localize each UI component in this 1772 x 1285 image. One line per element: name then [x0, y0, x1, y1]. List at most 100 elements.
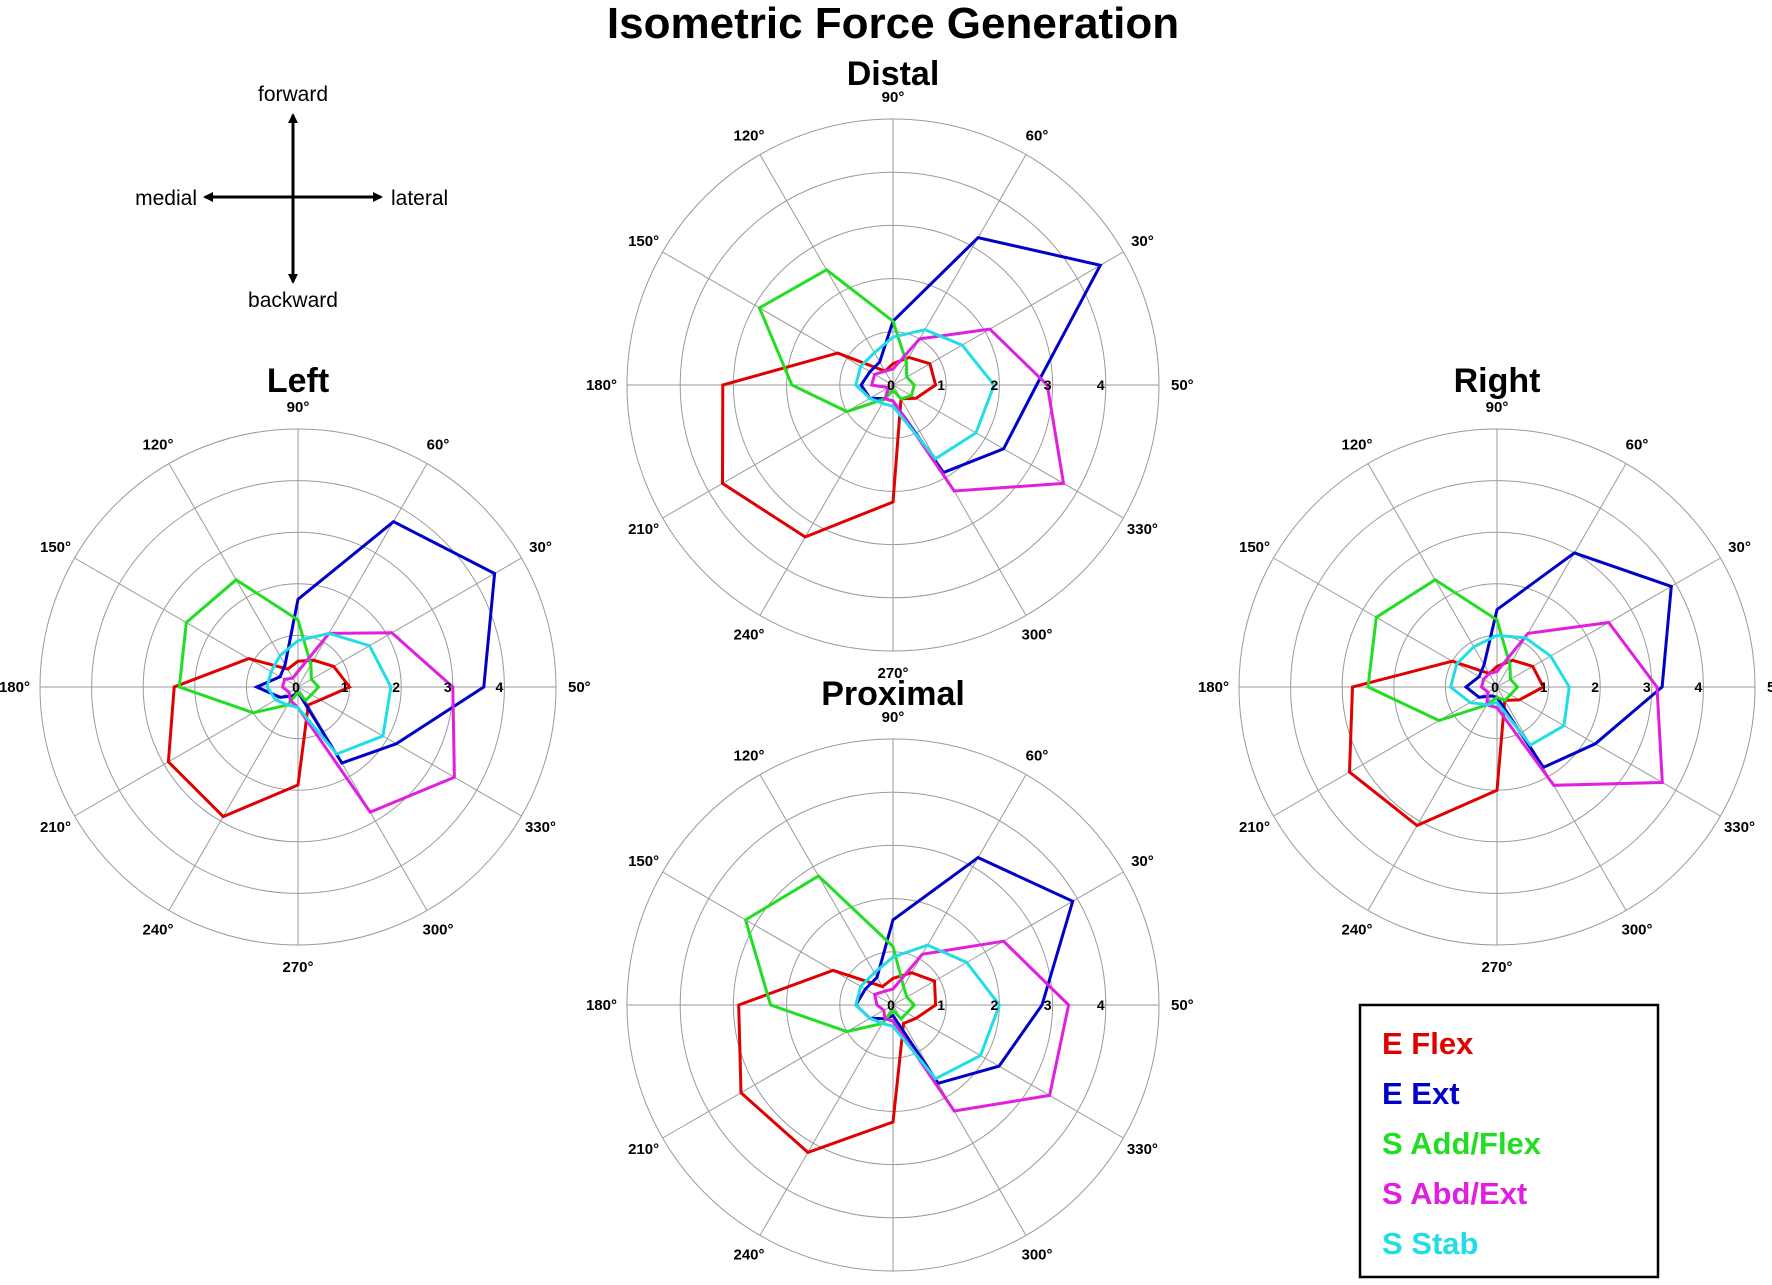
radial-tick-label: 4 [1097, 997, 1105, 1013]
legend-item-s-stab: S Stab [1382, 1226, 1478, 1261]
grid-spoke [297, 686, 522, 817]
angle-label: 210° [1239, 819, 1270, 836]
radial-tick-label: 0 [1491, 679, 1499, 695]
grid-spoke [892, 154, 1027, 386]
series-e-ext [252, 519, 497, 765]
polar-chart-proximal: Proximal0123490°60°30°50°330°300°270°240… [586, 675, 1194, 1272]
legend-item-s-add-flex: S Add/Flex [1382, 1126, 1542, 1161]
angle-label: 60° [1026, 748, 1049, 765]
legend-item-s-abd-ext: S Abd/Ext [1382, 1176, 1527, 1211]
radial-tick-label: 3 [1643, 679, 1651, 695]
angle-label: 300° [1021, 626, 1052, 643]
angle-label: 30° [1131, 233, 1154, 250]
radial-tick-label: 0 [887, 997, 895, 1013]
angle-label: 330° [1127, 1141, 1158, 1158]
series-e-flex [720, 351, 938, 539]
angle-label: 50° [1171, 377, 1194, 394]
series-s-add-flex [177, 577, 321, 715]
radial-tick-label: 4 [1097, 377, 1105, 393]
grid-spoke [662, 251, 894, 386]
grid-spoke [759, 384, 894, 616]
legend-box [1358, 1003, 1660, 1279]
angle-label: 90° [882, 709, 905, 726]
angle-label: 30° [1728, 539, 1751, 556]
radial-tick-label: 1 [341, 679, 349, 695]
angle-label: 150° [1239, 539, 1270, 556]
angle-label: 300° [1621, 921, 1652, 938]
angle-label: 120° [1341, 437, 1372, 454]
angle-label: 180° [0, 679, 30, 696]
grid-spoke [168, 686, 299, 911]
grid-spoke [759, 1004, 894, 1236]
radial-tick-label: 2 [991, 377, 999, 393]
angle-label: 50° [1171, 997, 1194, 1014]
series-e-ext [859, 235, 1103, 475]
angle-label: 60° [1626, 437, 1649, 454]
series-e-flex [166, 657, 352, 819]
angle-label: 210° [40, 819, 71, 836]
angle-label: 300° [1021, 1246, 1052, 1263]
series-s-add-flex [1366, 578, 1520, 723]
chart-title: Distal [847, 55, 940, 93]
angle-label: 210° [628, 1141, 659, 1158]
grid-spoke [892, 251, 1124, 386]
angle-label: 210° [628, 521, 659, 538]
angle-label: 240° [733, 1246, 764, 1263]
grid-spoke [297, 557, 522, 688]
grid-spoke [1496, 463, 1627, 688]
direction-compass: forward backward medial lateral [135, 83, 448, 312]
radial-tick-label: 0 [887, 377, 895, 393]
grid-spoke [892, 1004, 1124, 1139]
series-s-add-flex [757, 268, 916, 414]
legend: E Flex E Ext S Add/Flex S Abd/Ext S Stab [1358, 1003, 1660, 1279]
angle-label: 120° [733, 128, 764, 145]
grid-spoke [892, 384, 1124, 519]
grid-spoke [892, 384, 1027, 616]
radial-tick-label: 1 [1540, 679, 1548, 695]
grid-spoke [662, 384, 894, 519]
angle-label: 270° [1481, 959, 1512, 976]
figure-title: Isometric Force Generation [607, 0, 1179, 48]
radial-tick-label: 2 [1591, 679, 1599, 695]
grid-spoke [1496, 686, 1721, 817]
grid-spoke [662, 871, 894, 1006]
grid-spoke [662, 1004, 894, 1139]
legend-item-e-flex: E Flex [1382, 1026, 1474, 1061]
grid-spoke [892, 774, 1027, 1006]
angle-label: 300° [422, 921, 453, 938]
angle-label: 240° [1341, 921, 1372, 938]
angle-label: 240° [733, 626, 764, 643]
angle-label: 150° [40, 539, 71, 556]
angle-label: 180° [1198, 679, 1229, 696]
angle-label: 90° [882, 89, 905, 106]
radial-tick-label: 1 [937, 997, 945, 1013]
angle-label: 330° [525, 819, 556, 836]
grid-spoke [74, 686, 299, 817]
angle-label: 240° [142, 921, 173, 938]
chart-title: Proximal [821, 675, 965, 713]
grid-spoke [1496, 686, 1627, 911]
angle-label: 50° [1767, 679, 1772, 696]
series-e-flex [737, 968, 938, 1155]
angle-label: 330° [1127, 521, 1158, 538]
angle-label: 30° [1131, 853, 1154, 870]
angle-label: 90° [1486, 399, 1509, 416]
angle-label: 60° [427, 437, 450, 454]
grid-spoke [297, 463, 428, 688]
series-s-abd-ext [1479, 620, 1664, 787]
series-s-stab [854, 943, 1002, 1081]
radial-tick-label: 1 [937, 377, 945, 393]
radial-tick-label: 3 [1044, 997, 1052, 1013]
series-e-ext [1463, 551, 1673, 770]
grid-spoke [892, 1004, 1027, 1236]
grid-spoke [892, 871, 1124, 1006]
polar-chart-right: Right0123490°60°30°50°330°300°270°240°21… [1198, 362, 1772, 976]
series-s-stab [265, 631, 393, 756]
angle-label: 50° [568, 679, 591, 696]
series-s-stab [1448, 633, 1571, 748]
angle-label: 330° [1724, 819, 1755, 836]
angle-label: 30° [529, 539, 552, 556]
